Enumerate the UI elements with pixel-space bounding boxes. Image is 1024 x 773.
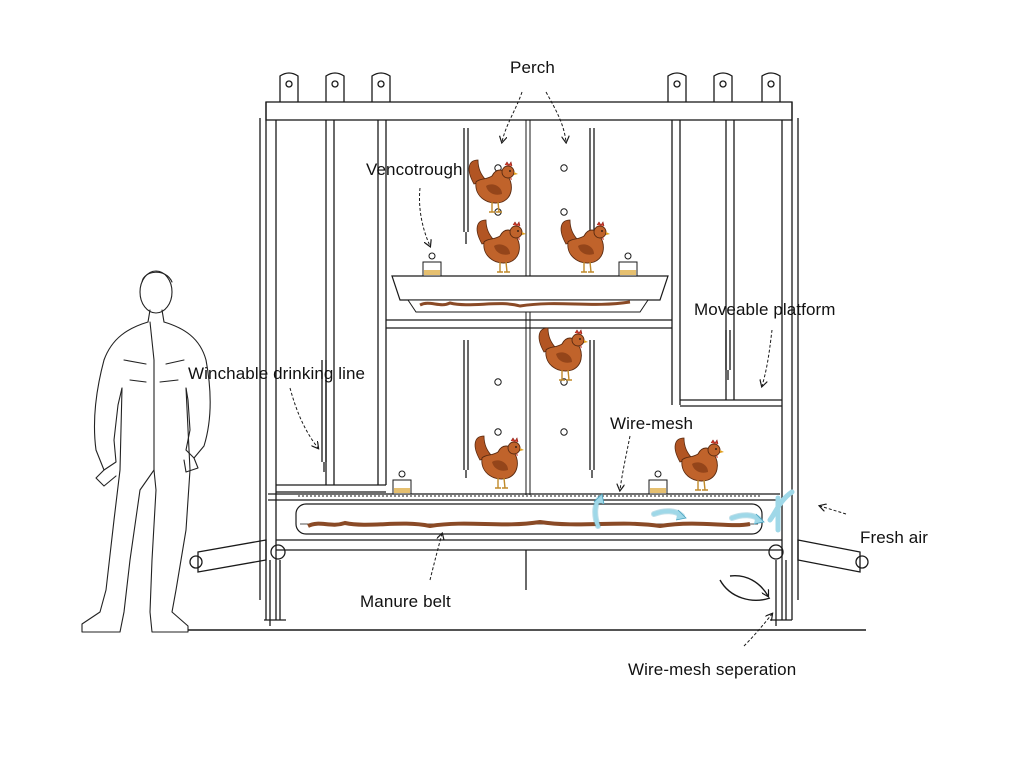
airflow-arrow-icons [594, 489, 795, 601]
aviary-frame [189, 72, 869, 626]
wire-mesh-label: Wire-mesh [610, 414, 694, 433]
hen-icons [468, 159, 725, 491]
manure-belt-label: Manure belt [360, 592, 451, 611]
hanging-lugs [279, 72, 781, 102]
manure-belt [295, 495, 763, 535]
fresh-air-label: Fresh air [860, 528, 928, 547]
upper-tier-tray [391, 275, 669, 313]
hen-icon [538, 327, 589, 381]
leader-arrow-icons [289, 91, 847, 647]
moveable-platform-label: Moveable platform [694, 300, 836, 319]
hen-icon [474, 435, 525, 489]
winchable-drinking-line-label: Winchable drinking line [188, 364, 366, 383]
perch-label: Perch [510, 58, 555, 77]
perch-holes [494, 164, 568, 436]
hen-icon [468, 159, 519, 213]
hen-icon [560, 219, 611, 273]
vencotrough-label: Vencotrough [366, 160, 463, 179]
wire-mesh-separation-label: Wire-mesh seperation [628, 660, 797, 679]
hen-icon [674, 437, 725, 491]
hen-icon [476, 219, 527, 273]
farmer-figure [81, 270, 211, 633]
